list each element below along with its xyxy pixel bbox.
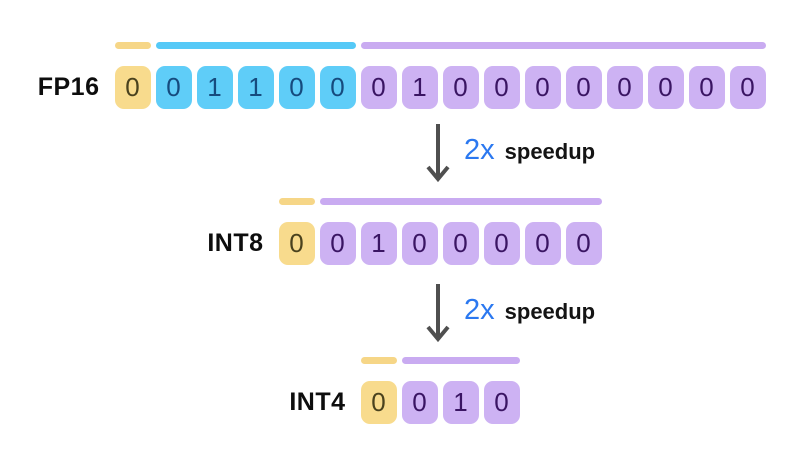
bit-cell: 0	[688, 66, 725, 109]
bit-group-bars-int8	[278, 198, 602, 205]
bit-cell: 1	[196, 66, 233, 109]
row-label-int4: INT4	[289, 388, 346, 416]
bit-cell: 0	[606, 66, 643, 109]
bit-cell: 1	[360, 222, 397, 265]
value-group-bar	[319, 198, 602, 205]
speedup-annotation: 2x speedup	[464, 134, 595, 167]
down-arrow-icon	[426, 124, 450, 183]
bit-cell: 1	[237, 66, 274, 109]
bit-cell: 0	[483, 66, 520, 109]
bit-cell: 0	[442, 66, 479, 109]
exponent-group-bar	[155, 42, 356, 49]
bit-cell: 0	[360, 381, 397, 424]
bit-group-bars-fp16	[114, 42, 766, 49]
bit-cell: 0	[114, 66, 151, 109]
speedup-step-1: 2x speedup	[425, 123, 655, 185]
speedup-word: speedup	[504, 299, 596, 324]
bit-cell: 0	[442, 222, 479, 265]
bit-cell: 0	[565, 222, 602, 265]
sign-group-bar	[360, 357, 397, 364]
bit-cell: 0	[483, 381, 520, 424]
bit-cell: 0	[483, 222, 520, 265]
bit-cell: 0	[155, 66, 192, 109]
mantissa-group-bar	[360, 42, 766, 49]
bit-cell: 0	[565, 66, 602, 109]
bit-cell: 0	[401, 222, 438, 265]
bit-cell: 1	[442, 381, 479, 424]
down-arrow-icon	[426, 284, 450, 343]
speedup-step-2: 2x speedup	[425, 283, 655, 345]
bit-cell: 1	[401, 66, 438, 109]
bit-cell: 0	[319, 66, 356, 109]
bit-cell: 0	[360, 66, 397, 109]
sign-group-bar	[114, 42, 151, 49]
speedup-word: speedup	[504, 139, 596, 164]
bit-cell: 0	[278, 66, 315, 109]
row-label-fp16: FP16	[37, 73, 100, 101]
bit-cell: 0	[647, 66, 684, 109]
speedup-multiplier: 2x	[464, 294, 495, 326]
bit-cell: 0	[524, 222, 561, 265]
bit-cell: 0	[729, 66, 766, 109]
bit-cell: 0	[401, 381, 438, 424]
value-group-bar	[401, 357, 520, 364]
bit-cell: 0	[524, 66, 561, 109]
bit-cell: 0	[278, 222, 315, 265]
row-label-int8: INT8	[207, 229, 264, 257]
speedup-annotation: 2x speedup	[464, 294, 595, 327]
speedup-multiplier: 2x	[464, 134, 495, 166]
bit-group-bars-int4	[360, 357, 520, 364]
sign-group-bar	[278, 198, 315, 205]
bit-cell: 0	[319, 222, 356, 265]
